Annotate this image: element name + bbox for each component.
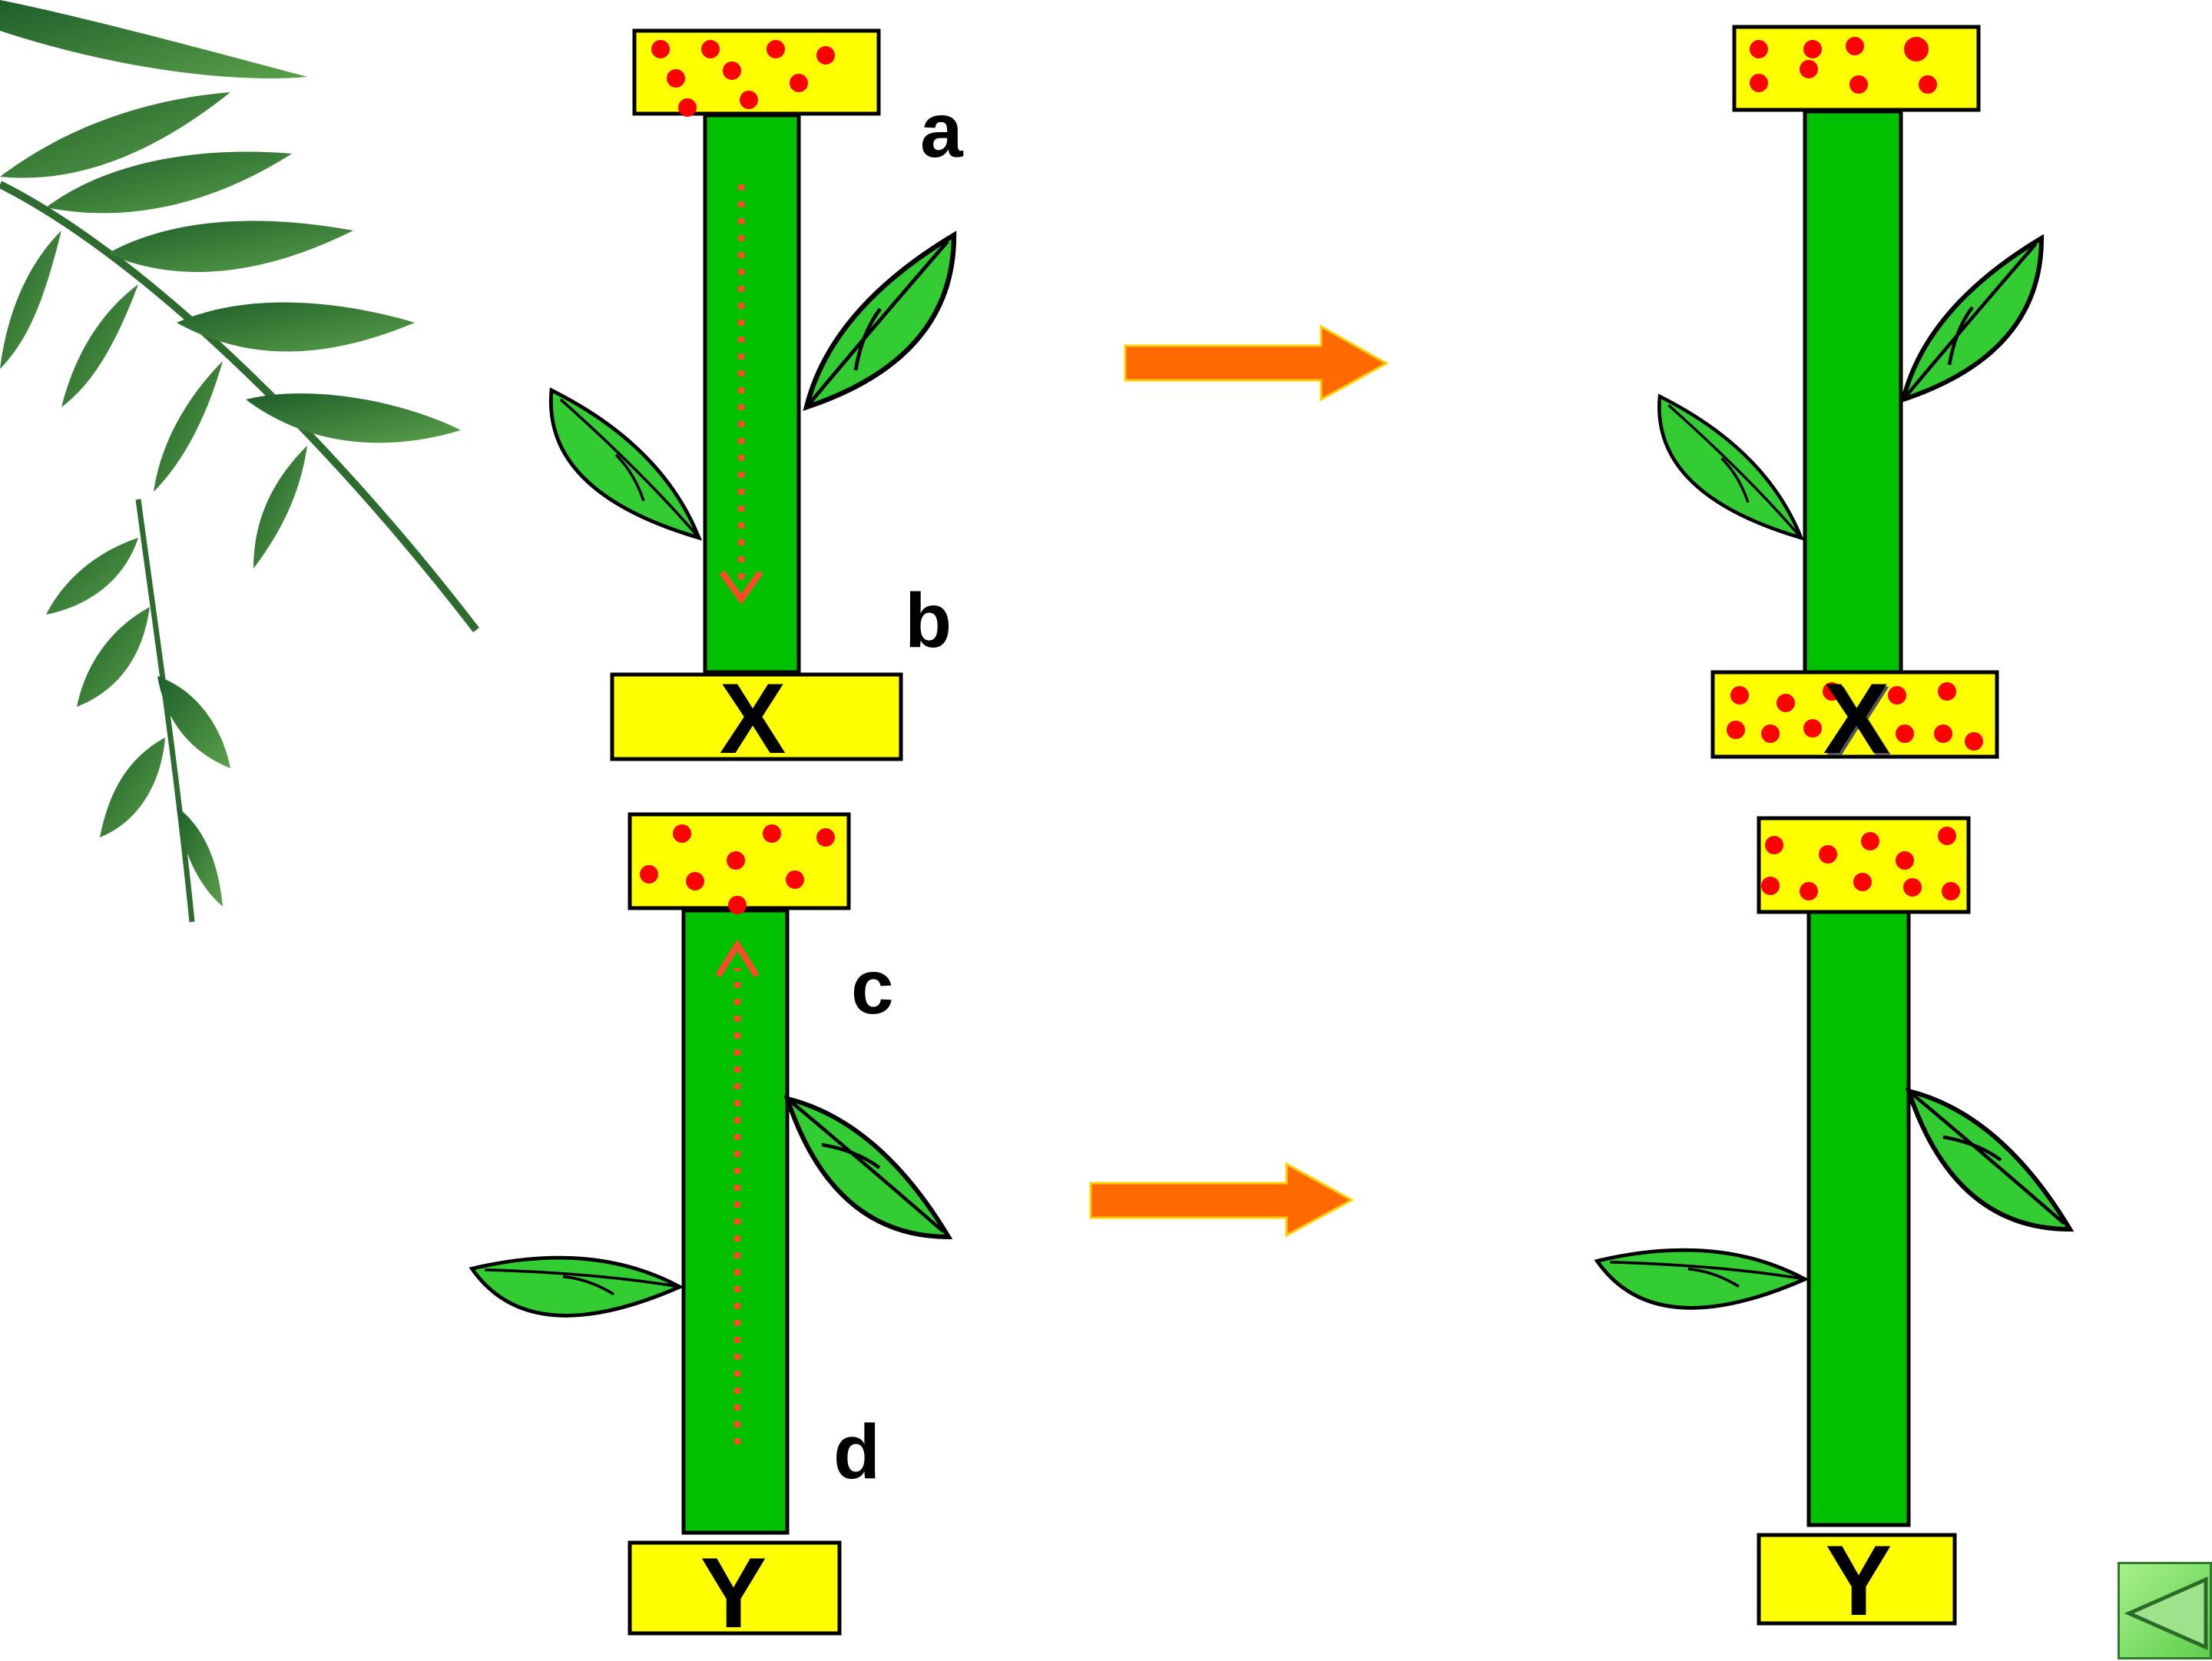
plant-bottom-right [1597, 816, 2070, 1626]
label-d: d [833, 1409, 881, 1495]
donor-block-bottom-left [628, 812, 851, 914]
leaf-icon [806, 235, 954, 407]
result-arrow-top [1124, 324, 1389, 402]
leaf-icon [472, 1174, 680, 1382]
stem [1803, 109, 1903, 675]
leaf-icon [1659, 396, 1801, 538]
leaf-icon [1597, 1166, 1805, 1374]
plant-top-right [1659, 25, 2041, 759]
plant-bottom-left [472, 812, 949, 1636]
label-a: a [920, 88, 963, 174]
label-x-right: X [1823, 662, 1890, 774]
label-b: b [905, 578, 952, 664]
receiver-block-top-right [1710, 670, 1999, 759]
label-x-left: X [719, 662, 786, 774]
plant-top-left [551, 28, 954, 761]
donor-block-bottom-right [1757, 816, 1971, 914]
label-c: c [851, 944, 894, 1030]
result-arrow-bottom [1089, 1162, 1355, 1238]
back-button[interactable] [2118, 1562, 2212, 1659]
leaf-icon [1903, 238, 2041, 400]
stem [1806, 908, 1911, 1527]
back-triangle-icon [2124, 1576, 2208, 1650]
leaf-icon [551, 390, 699, 538]
donor-block-top-right [1732, 25, 1981, 112]
receiver-block-top-left [610, 672, 903, 761]
receiver-block-bottom-left [628, 1540, 842, 1636]
donor-block-top-left [632, 28, 881, 117]
leaf-icon [787, 1099, 949, 1237]
leaf-icon [1909, 1091, 2070, 1229]
label-y-left: Y [700, 1537, 767, 1649]
fern-icon [0, 0, 479, 923]
receiver-block-bottom-right [1757, 1533, 1957, 1626]
label-y-right: Y [1825, 1524, 1892, 1636]
